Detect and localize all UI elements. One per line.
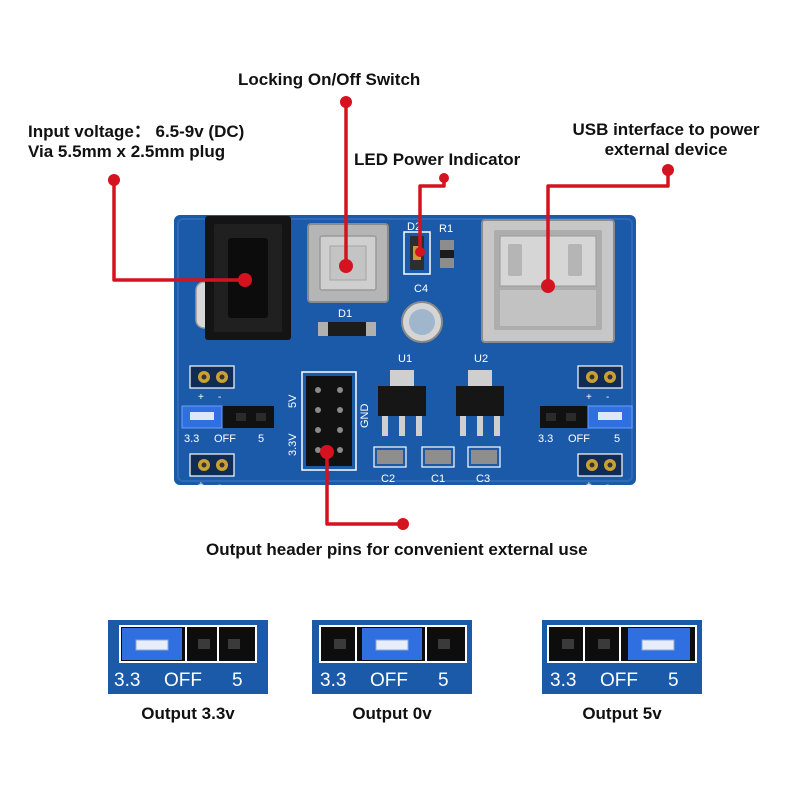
jumper-label-off: OFF — [214, 433, 236, 445]
label-c2: C2 — [381, 473, 395, 485]
resistor-r1: R1 — [439, 223, 454, 268]
label-c3: C3 — [476, 473, 490, 485]
dot-led-end — [415, 247, 425, 257]
regulator-u1: U1 — [378, 353, 426, 436]
pin-minus-label: - — [606, 480, 609, 491]
label-c1: C1 — [431, 473, 445, 485]
pin-plus-label: + — [586, 392, 592, 403]
leader-header — [325, 452, 403, 526]
example-label-off: OFF — [370, 670, 408, 691]
power-supply-board: D2 R1 C4 — [174, 215, 636, 491]
input-voltage-line2: Via 5.5mm x 2.5mm plug — [28, 142, 226, 161]
input-voltage-callout: Input voltage： 6.5-9v (DC) Via 5.5mm x 2… — [28, 122, 244, 162]
dot-header-end — [320, 445, 334, 459]
jumper-label-5: 5 — [614, 433, 620, 445]
label-5v: 5V — [287, 394, 299, 408]
header-pins-callout: Output header pins for convenient extern… — [206, 540, 588, 559]
capacitor-c2: C2 — [373, 446, 407, 485]
label-3v3: 3.3V — [287, 433, 299, 456]
pin-minus-label: - — [218, 392, 221, 403]
dot-usb-start — [662, 164, 674, 176]
right-output-pins-bottom: + - — [577, 453, 623, 491]
pin-plus-label: + — [198, 392, 204, 403]
left-output-pins-bottom: + - — [189, 453, 235, 491]
label-c4: C4 — [414, 283, 428, 295]
label-d2: D2 — [407, 221, 421, 233]
pin-minus-label: - — [606, 392, 609, 403]
dot-header-start — [397, 518, 409, 530]
dot-led-start — [439, 173, 449, 183]
leader-usb — [546, 170, 670, 286]
example-label-5: 5 — [668, 670, 679, 691]
caption-output-3v3: Output 3.3v — [141, 704, 235, 723]
usb-line2: external device — [604, 140, 728, 159]
leader-input-voltage — [112, 180, 245, 282]
caption-output-0v: Output 0v — [352, 704, 432, 723]
dot-switch-end — [339, 259, 353, 273]
example-label-5: 5 — [438, 670, 449, 691]
example-label-5: 5 — [232, 670, 243, 691]
left-voltage-jumper: 3.3 OFF 5 — [181, 405, 274, 445]
jumper-label-off: OFF — [568, 433, 590, 445]
led-callout: LED Power Indicator — [354, 150, 521, 169]
switch-callout: Locking On/Off Switch — [238, 70, 421, 89]
label-u1: U1 — [398, 353, 412, 365]
right-output-pins-top: + - — [577, 365, 623, 403]
usb-line1: USB interface to power — [572, 120, 760, 139]
jumper-example-0v: 3.3 OFF 5 — [312, 620, 472, 694]
left-output-pins-top: + - — [189, 365, 235, 403]
jumper-label-5: 5 — [258, 433, 264, 445]
usb-callout: USB interface to power external device — [554, 120, 778, 160]
pin-minus-label: - — [218, 480, 221, 491]
dot-input-start — [108, 174, 120, 186]
dot-switch-start — [340, 96, 352, 108]
label-u2: U2 — [474, 353, 488, 365]
dot-usb-end — [541, 279, 555, 293]
dot-input-end — [238, 273, 252, 287]
example-label-off: OFF — [600, 670, 638, 691]
pin-plus-label: + — [198, 480, 204, 491]
callout-leaders — [112, 102, 670, 526]
example-label-off: OFF — [164, 670, 202, 691]
jumper-example-3v3: 3.3 OFF 5 — [108, 620, 268, 694]
callout-dots — [108, 96, 674, 530]
pin-plus-label: + — [586, 480, 592, 491]
example-label-3v3: 3.3 — [114, 670, 140, 691]
jumper-example-5v: 3.3 OFF 5 — [542, 620, 702, 694]
caption-output-5v: Output 5v — [582, 704, 662, 723]
example-label-3v3: 3.3 — [550, 670, 576, 691]
input-voltage-line1: Input voltage： 6.5-9v (DC) — [28, 122, 245, 141]
capacitor-c4: C4 — [401, 283, 443, 343]
label-gnd: GND — [359, 404, 371, 429]
jumper-label-3v3: 3.3 — [184, 433, 199, 445]
example-label-3v3: 3.3 — [320, 670, 346, 691]
jumper-label-3v3: 3.3 — [538, 433, 553, 445]
capacitor-c3: C3 — [467, 446, 501, 485]
capacitor-c1: C1 — [421, 446, 455, 485]
diode-d1: D1 — [318, 308, 376, 336]
regulator-u2: U2 — [456, 353, 504, 436]
right-voltage-jumper: 3.3 OFF 5 — [538, 405, 633, 445]
label-d1: D1 — [338, 308, 352, 320]
label-r1: R1 — [439, 223, 453, 235]
